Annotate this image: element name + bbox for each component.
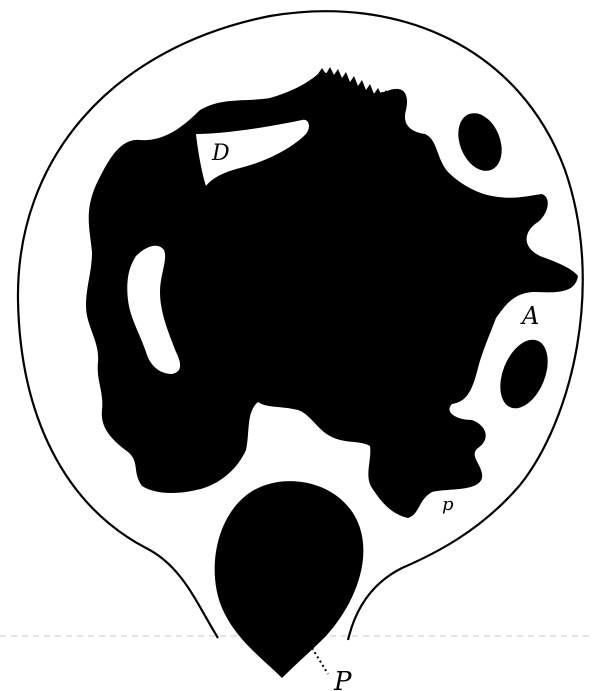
label-p: p [442,494,454,515]
leader-line-P [312,648,328,674]
oval-body-A [491,333,557,415]
label-D: D [211,141,230,166]
drop-body-P [215,481,364,678]
oval-body-top-right [450,107,510,178]
label-P: P [333,667,352,691]
serrated-edge [318,67,390,104]
label-A: A [520,302,539,330]
